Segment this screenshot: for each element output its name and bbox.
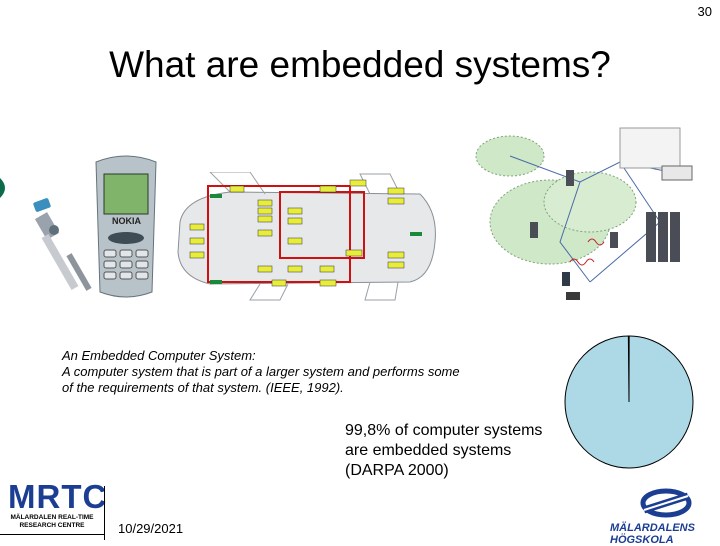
- mrtc-subtitle-line: RESEARCH CENTRE: [19, 522, 85, 529]
- mrtc-underline: [0, 534, 104, 535]
- statistic-text: 99,8% of computer systems are embedded s…: [345, 421, 585, 481]
- definition-line: A computer system that is part of a larg…: [62, 364, 460, 379]
- statistic-source: (DARPA 2000): [345, 462, 449, 479]
- telecom-network-image: [475, 127, 693, 300]
- mobile-phone-image: NOKIA: [95, 155, 157, 298]
- mrtc-logo: MRTC: [8, 478, 108, 515]
- sensor-probe-image: [33, 198, 92, 291]
- definition-text: An Embedded Computer System: A computer …: [62, 348, 512, 396]
- embedded-share-pie: [564, 335, 694, 469]
- slide-number: 30: [697, 4, 712, 19]
- statistic-line: are embedded systems: [345, 442, 512, 459]
- slide-date: 10/29/2021: [118, 521, 184, 536]
- edge-arc-decoration: [0, 178, 5, 198]
- footer-divider: [104, 486, 105, 540]
- statistic-line: 99,8% of computer systems: [345, 422, 543, 439]
- definition-heading: An Embedded Computer System:: [62, 348, 256, 363]
- slide-title: What are embedded systems?: [109, 44, 611, 85]
- pie-slice-other: [627, 335, 630, 403]
- definition-line: of the requirements of that system. (IEE…: [62, 380, 344, 395]
- mdh-emblem-icon: [640, 488, 692, 518]
- mdh-logo-text: MÄLARDALENS HÖGSKOLA: [610, 522, 695, 546]
- phone-brand-label: NOKIA: [112, 216, 142, 226]
- mrtc-subtitle-line: MÄLARDALEN REAL-TIME: [10, 514, 94, 521]
- car-ecu-network-image: [177, 172, 436, 301]
- mrtc-logo-subtitle: MÄLARDALEN REAL-TIME RESEARCH CENTRE: [2, 514, 102, 530]
